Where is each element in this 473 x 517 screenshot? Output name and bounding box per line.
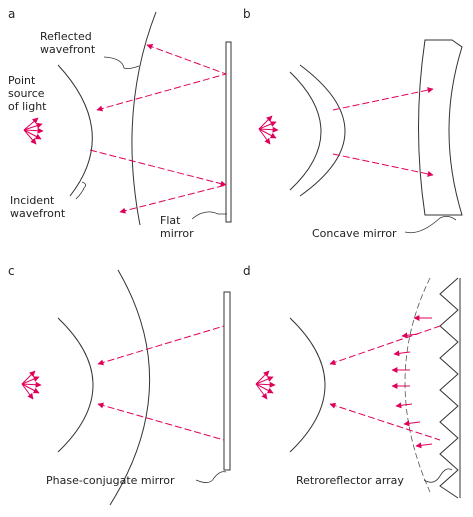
panel-c: c Phase-conjugate mirror	[8, 264, 231, 506]
panel-d-wavefront	[289, 317, 326, 453]
panel-b-mirror-leader	[404, 216, 457, 234]
panel-d-ray	[329, 402, 441, 441]
panel-c-wavefront-outer	[109, 269, 151, 506]
panel-a-incident-leader	[75, 181, 86, 200]
panel-a-incident-wavefront	[57, 64, 93, 197]
panel-b-letter: b	[243, 7, 251, 21]
panel-c-mirror-leader	[195, 471, 227, 483]
panel-b-ray	[332, 153, 434, 177]
panel-a-reflected-wavefront	[131, 11, 157, 226]
panel-d-letter: d	[243, 264, 251, 278]
panel-a-mirror-leader	[191, 211, 227, 220]
panel-c-point-source-icon	[21, 370, 42, 400]
panel-d-retro-arrows	[391, 315, 433, 449]
panel-c-ray	[97, 325, 225, 366]
panel-b-point-source-icon	[258, 115, 279, 145]
panel-c-letter: c	[8, 264, 15, 278]
panel-b-wavefront-inner	[289, 71, 322, 191]
panel-d-mirror-leader	[423, 468, 453, 483]
panel-a: a Reflected wavefront Point source	[8, 7, 232, 240]
panel-c-phase-conjugate-mirror	[223, 291, 231, 471]
panel-a-ray	[146, 44, 227, 75]
panel-a-point-source-icon	[23, 117, 44, 145]
panel-a-reflected-leader	[103, 56, 140, 70]
panel-d-point-source-icon	[255, 370, 276, 400]
panel-a-ray	[89, 149, 227, 187]
panel-b-wavefront-outer	[299, 64, 346, 197]
panel-d-dashed-wavefront	[404, 277, 431, 493]
panel-b: b Concave mirror	[243, 7, 463, 240]
panel-a-point-source-label: Point source of light	[8, 74, 48, 113]
panel-a-ray	[119, 184, 227, 214]
panel-d: d Retroreflector array	[243, 264, 461, 499]
panel-c-wavefront-inner	[57, 317, 94, 453]
panel-a-letter: a	[8, 7, 15, 21]
panel-a-flat-mirror	[225, 41, 232, 223]
panel-a-ray	[96, 73, 227, 112]
panel-d-ray	[329, 325, 441, 366]
panel-b-concave-mirror	[418, 39, 463, 216]
panel-c-mirror-label: Phase-conjugate mirror	[46, 474, 175, 487]
panel-b-ray	[332, 87, 434, 111]
panel-c-ray	[97, 402, 225, 441]
panel-d-mirror-label: Retroreflector array	[296, 474, 404, 487]
panel-a-reflected-label: Reflected wavefront	[40, 30, 96, 56]
panel-a-incident-label: Incident wavefront	[10, 194, 66, 220]
panel-a-mirror-label: Flat mirror	[160, 214, 194, 240]
panel-b-mirror-label: Concave mirror	[312, 227, 397, 240]
panel-d-retroreflector-array	[439, 277, 459, 499]
